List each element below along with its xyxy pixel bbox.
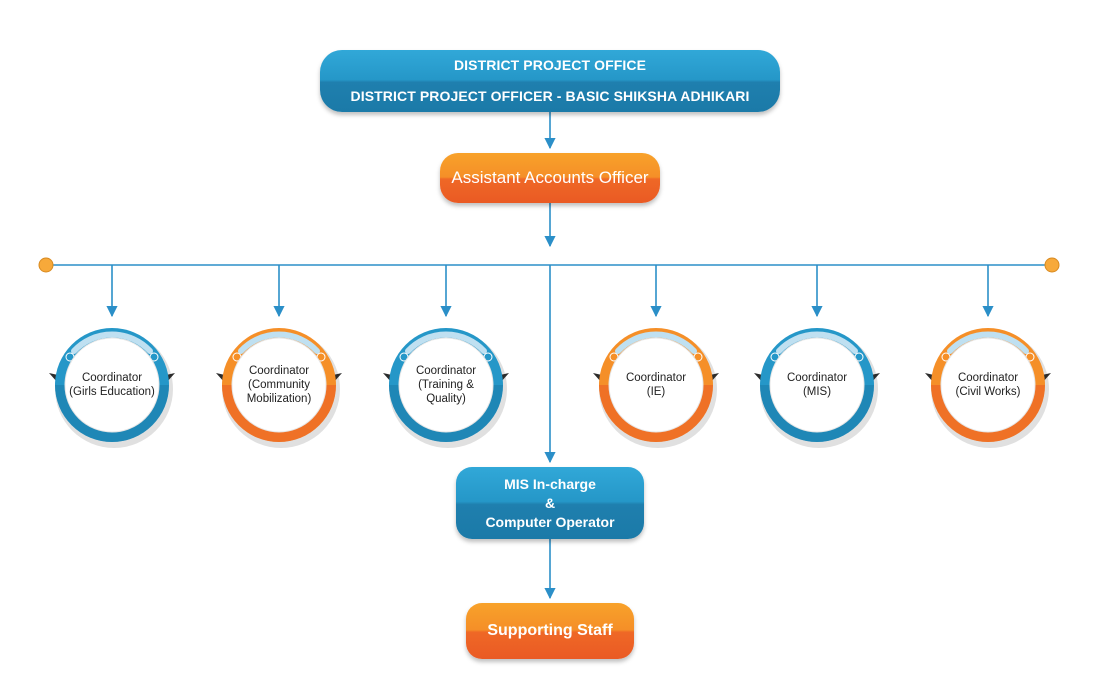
district-project-officer-title: DISTRICT PROJECT OFFICER - BASIC SHIKSHA… [350,88,750,104]
coordinator-inner-disc [398,337,494,433]
coordinator-label-line: Coordinator [248,365,310,377]
coordinator-label: Coordinator (Training & Quality) [396,335,496,435]
coordinator-label-line: (Civil Works) [955,386,1021,398]
coordinator-node [925,328,1051,448]
coordinator-node [49,328,175,448]
coordinator-node [383,328,509,448]
computer-operator-line: Computer Operator [485,513,615,530]
coordinator-label-line: Coordinator [786,372,848,384]
coordinator-node [593,328,719,448]
coordinator-node [216,328,342,448]
coordinator-top-arc [615,331,697,354]
coordinator-inner-disc [769,337,865,433]
coordinator-label-line: (Community [248,379,310,391]
coordinator-top-arc [71,331,153,354]
coordinator-top-arc [947,331,1029,354]
district-project-office-box: DISTRICT PROJECT OFFICE DISTRICT PROJECT… [320,50,780,112]
coordinator-label-line: Mobilization) [246,393,312,405]
coordinator-label-line: Coordinator [81,372,143,384]
coordinator-label-line: (Training & [418,379,474,391]
coordinator-label: Coordinator (IE) [606,335,706,435]
assistant-accounts-officer-box: Assistant Accounts Officer [440,153,660,203]
coordinator-label: Coordinator (MIS) [767,335,867,435]
coordinator-label-line: Coordinator [625,372,687,384]
coordinator-inner-disc [64,337,160,433]
mis-incharge-line: MIS In-charge [504,475,596,492]
coordinator-inner-disc [608,337,704,433]
coordinator-label-line: (MIS) [802,386,832,398]
coordinator-label-line: Coordinator [415,365,477,377]
supporting-staff-box: Supporting Staff [466,603,634,659]
coordinator-label-line: (Girls Education) [69,386,155,398]
bus-left-endpoint [38,257,54,273]
coordinator-label-line: (IE) [646,386,666,398]
bus-right-endpoint [1044,257,1060,273]
coordinator-label: Coordinator (Girls Education) [62,335,162,435]
coordinator-node [754,328,880,448]
coordinator-label-line: Coordinator [957,372,1019,384]
mis-ampersand-line: & [544,494,556,511]
coordinator-top-arc [238,331,320,354]
district-project-office-title: DISTRICT PROJECT OFFICE [453,57,647,73]
coordinator-inner-disc [231,337,327,433]
coordinator-top-arc [405,331,487,354]
coordinator-inner-disc [940,337,1036,433]
coordinator-top-arc [776,331,858,354]
coordinator-label-line: Quality) [426,393,466,405]
coordinator-label: Coordinator (Civil Works) [938,335,1038,435]
mis-incharge-box: MIS In-charge & Computer Operator [456,467,644,539]
